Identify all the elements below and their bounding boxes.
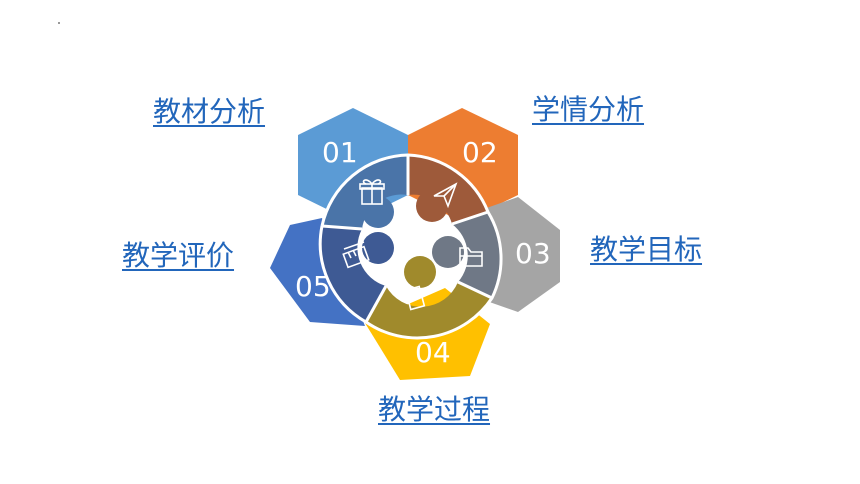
segment-03-knob [432,236,464,268]
corner-dot [58,22,60,24]
gift-icon [359,179,385,205]
segment-02-knob [416,190,448,222]
folder-icon [459,247,483,267]
segment-01-inner [322,155,408,229]
segment-01-knob [362,196,394,228]
segment-05-knob [362,232,394,264]
label-teaching-process[interactable]: 教学过程 [378,393,491,426]
segment-02-inner [408,155,488,224]
clapperboard-icon [342,241,370,269]
segment-01-number: 01 [322,136,358,169]
segment-04-number: 04 [415,336,451,369]
segment-05-number: 05 [295,270,331,303]
segment-05-inner [320,226,386,322]
label-teaching-evaluation[interactable]: 教学评价 [122,239,235,272]
segment-03-number: 03 [515,237,551,270]
ring-separators [318,153,503,340]
label-teaching-material-analysis[interactable]: 教材分析 [153,95,266,128]
notebook-icon [404,285,426,311]
segment-03-inner [452,212,502,298]
segment-04-inner [366,282,492,338]
label-student-analysis[interactable]: 学情分析 [532,93,645,126]
segment-04-knob [404,256,436,288]
paper-plane-icon [433,182,458,209]
segment-02-number: 02 [462,136,498,169]
label-teaching-objectives[interactable]: 教学目标 [590,233,703,266]
